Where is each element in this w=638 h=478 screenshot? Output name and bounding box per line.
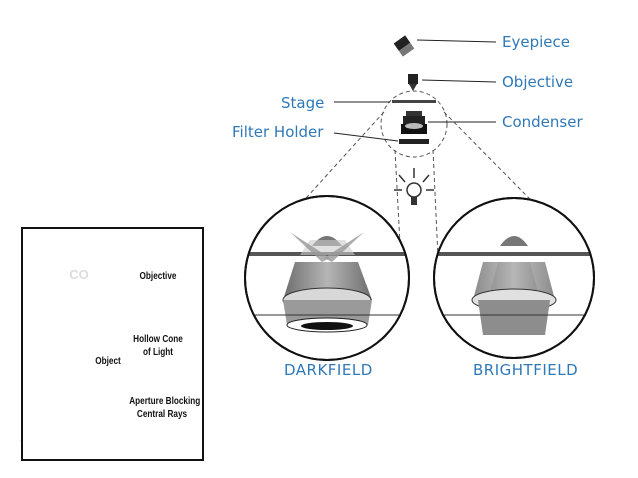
darkfield-detail: [244, 195, 410, 361]
stage-bar: [392, 100, 436, 103]
brightfield-detail: [433, 197, 595, 359]
condenser-icon: [401, 111, 427, 134]
lamp-icon: [394, 168, 434, 205]
filter-holder-label: Filter Holder: [232, 123, 324, 141]
filter-holder-bar: [399, 139, 429, 144]
condenser-label: Condenser: [502, 113, 583, 131]
projection-lines: [249, 111, 591, 301]
filter-holder-leader: [333, 132, 399, 142]
inset-aperture-line1: Aperture Blocking: [129, 396, 201, 407]
eyepiece-leader: [416, 39, 497, 43]
inset-hollow-cone-line2: of Light: [142, 347, 174, 358]
inset-objective-badge: CO: [69, 267, 89, 282]
darkfield-label: DARKFIELD: [284, 361, 373, 379]
objective-icon: [408, 74, 418, 91]
eyepiece-label: Eyepiece: [502, 33, 570, 51]
inset-hollow-cone-line1: Hollow Cone: [133, 334, 183, 345]
stage-label: Stage: [281, 94, 325, 112]
inset-panel: [21, 227, 204, 461]
inset-aperture-line2: Central Rays: [136, 409, 188, 420]
brightfield-label: BRIGHTFIELD: [473, 361, 579, 379]
inset-object-label: Object: [95, 356, 121, 367]
objective-leader: [421, 79, 497, 83]
detail-circle-small: [380, 90, 448, 158]
inset-objective-label: Objective: [139, 271, 177, 282]
objective-label: Objective: [502, 73, 574, 91]
eyepiece-icon: [393, 35, 415, 57]
